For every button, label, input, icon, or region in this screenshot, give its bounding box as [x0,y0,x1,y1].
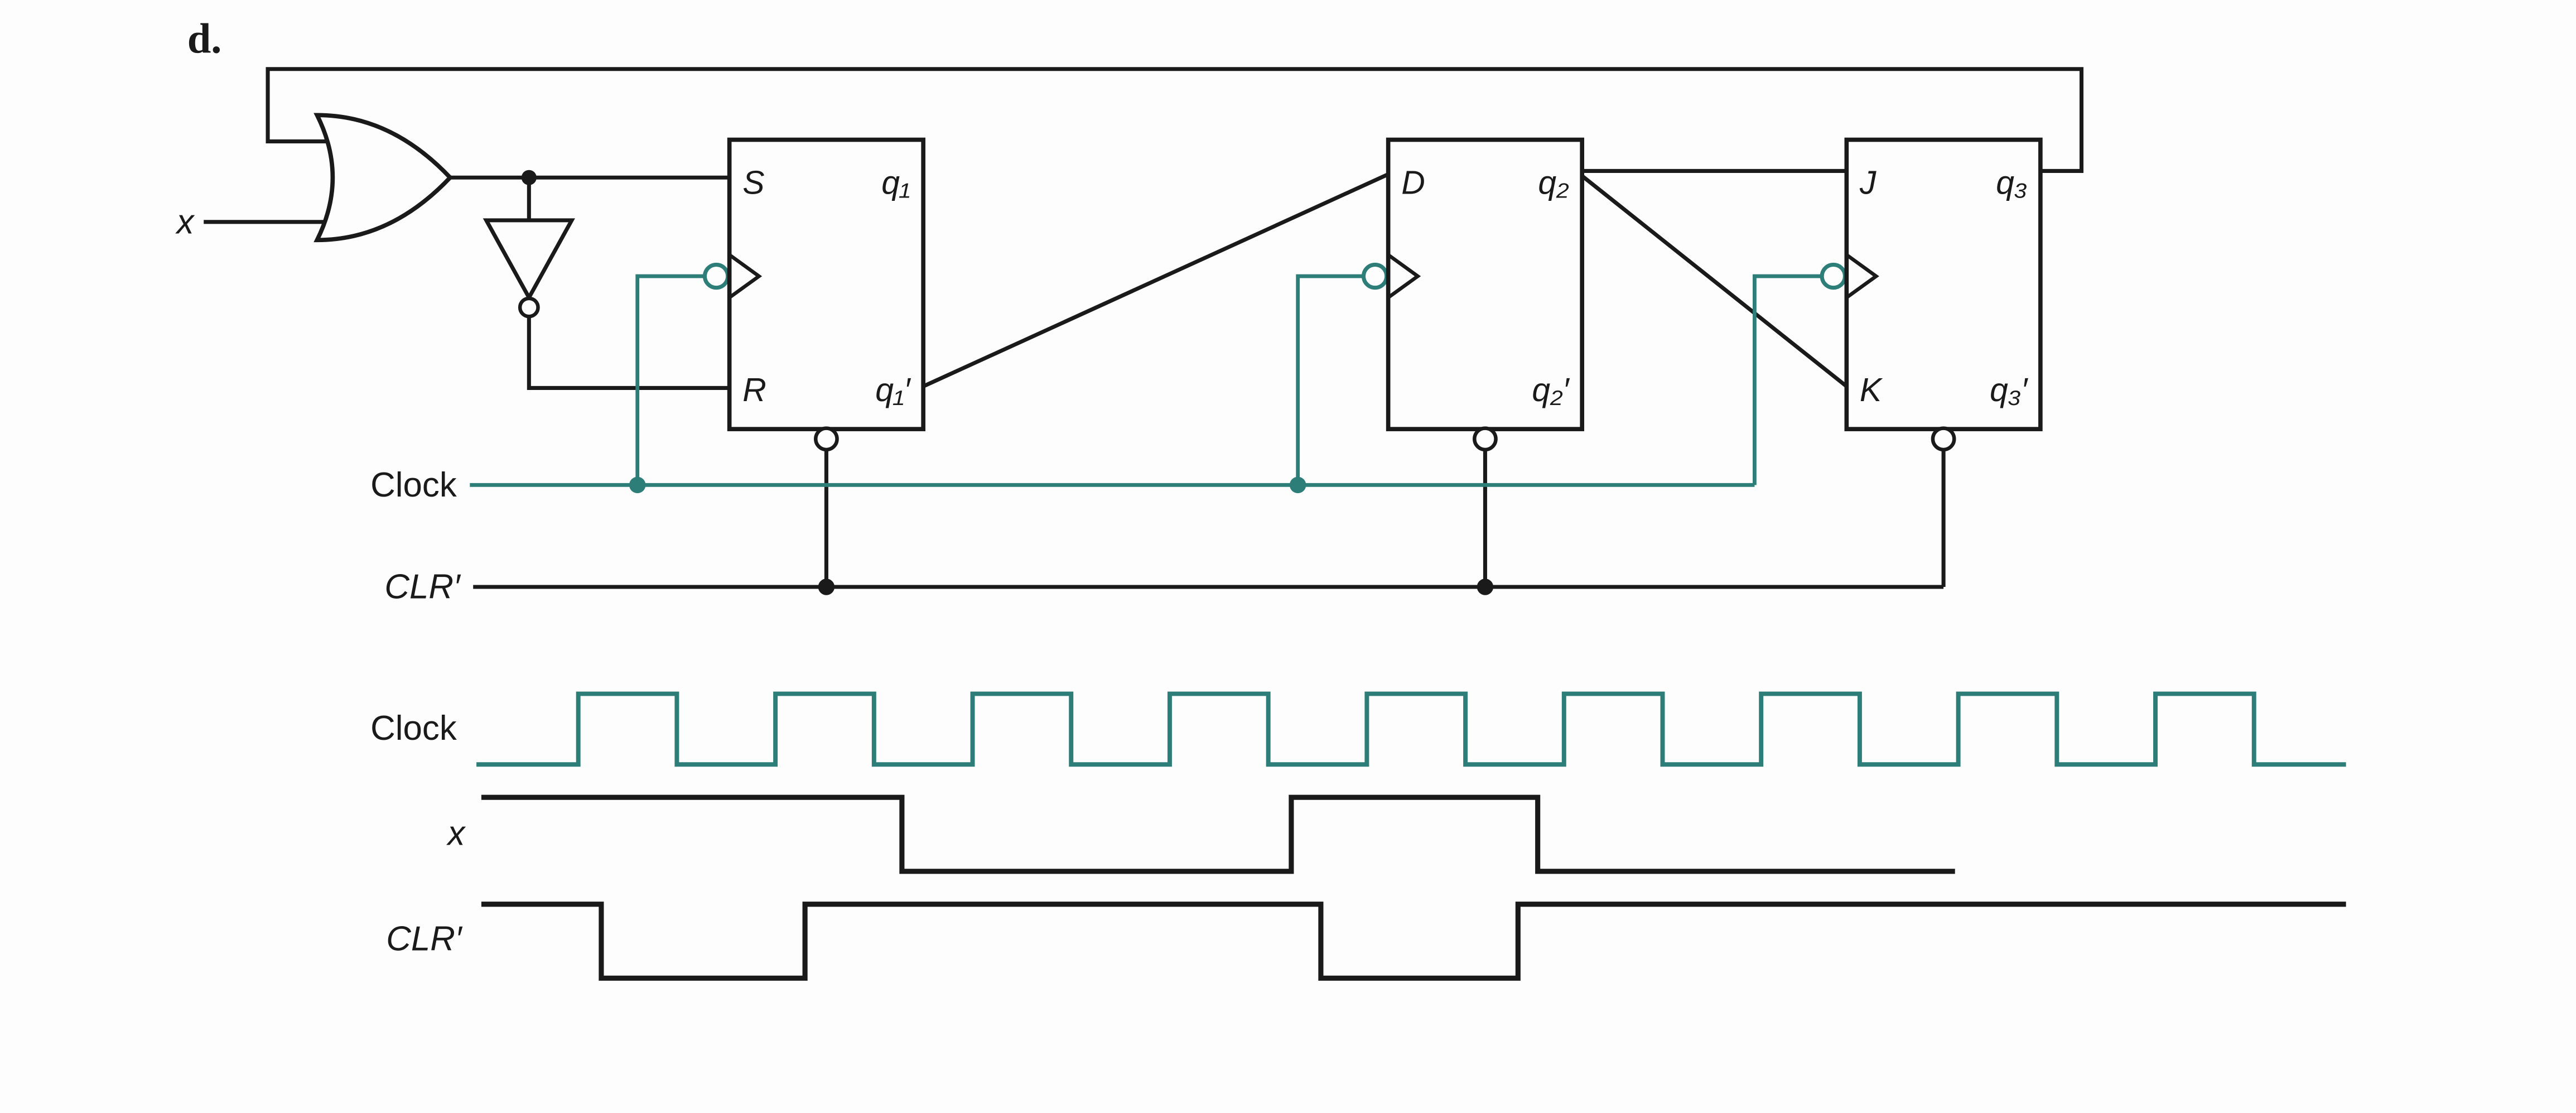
clock-edge-triangle-icon-ff1 [728,253,763,300]
clock-edge-triangle-icon-ff3 [1845,253,1879,300]
clock-waveform [476,691,2346,767]
clock-net-label: Clock [370,466,457,504]
sr-flip-flop: S q₁ R q₁′ [727,137,926,452]
or-gate [313,113,454,243]
jk-flip-flop: J q₃ K q₃′ [1844,137,2043,452]
x-input-label: x [175,203,195,241]
clear-bubble-icon-ff1 [814,426,839,452]
clr-net-label: CLR′ [384,568,461,606]
black-wires [204,67,2084,589]
clock-bubble-icon-ff2 [1361,262,1389,290]
clear-bubble-icon-ff3 [1931,426,1956,452]
junction-dot-clock-ff1 [629,476,646,494]
timing-clock-label: Clock [370,709,457,748]
junction-dot-clock-ff2 [1289,476,1306,494]
timing-diagram: Clock x CLR′ [370,691,2346,981]
pin-label-j: J [1859,165,1876,201]
d-flip-flop-box [1386,137,1585,431]
pin-label-q3: q₃ [1996,165,2027,201]
jk-flip-flop-box [1844,137,2043,431]
pin-label-r: R [742,372,766,408]
not-gate-triangle [483,218,575,302]
clock-bubble-icon-ff3 [1820,262,1847,290]
clock-net [470,274,1821,487]
not-gate-bubble-icon [518,296,540,319]
junction-dot-clr-ff2 [1477,579,1494,595]
timing-clr-label: CLR′ [386,919,463,958]
x-waveform [481,794,1955,874]
clock-riser-ff3 [1753,274,1821,485]
q2-to-k-wire [1580,174,1848,388]
not-gate [483,218,575,319]
pin-label-q1: q₁ [881,165,910,201]
pin-label-q3bar: q₃′ [1990,372,2028,408]
clear-bubble-icon-ff2 [1473,426,1498,452]
pin-label-q2bar: q₂′ [1532,372,1570,408]
sr-flip-flop-box [727,137,926,431]
d-flip-flop: D q₂ q₂′ [1386,137,1585,452]
q1bar-to-d-wire [922,172,1390,388]
clock-riser-ff2 [1296,274,1362,485]
clock-edge-triangle-icon-ff2 [1387,253,1421,300]
pin-label-q1bar: q₁′ [875,372,911,408]
or-gate-body [313,113,454,243]
timing-x-label: x [446,815,466,853]
clock-riser-ff1 [635,274,703,485]
figure-label: d. [187,15,222,62]
clr-waveform [481,902,2346,981]
pin-label-s: S [742,165,764,201]
junction-dot-clr-ff1 [818,579,835,595]
pin-label-d: D [1401,165,1425,201]
pin-label-q2: q₂ [1538,165,1569,201]
clock-bubble-icon-ff1 [702,262,730,290]
junction-dot-s-branch [521,170,537,185]
feedback-wire-q3-to-or [266,67,2084,174]
inverter-output-to-r-wire [527,317,730,390]
pin-label-k: K [1860,372,1883,408]
